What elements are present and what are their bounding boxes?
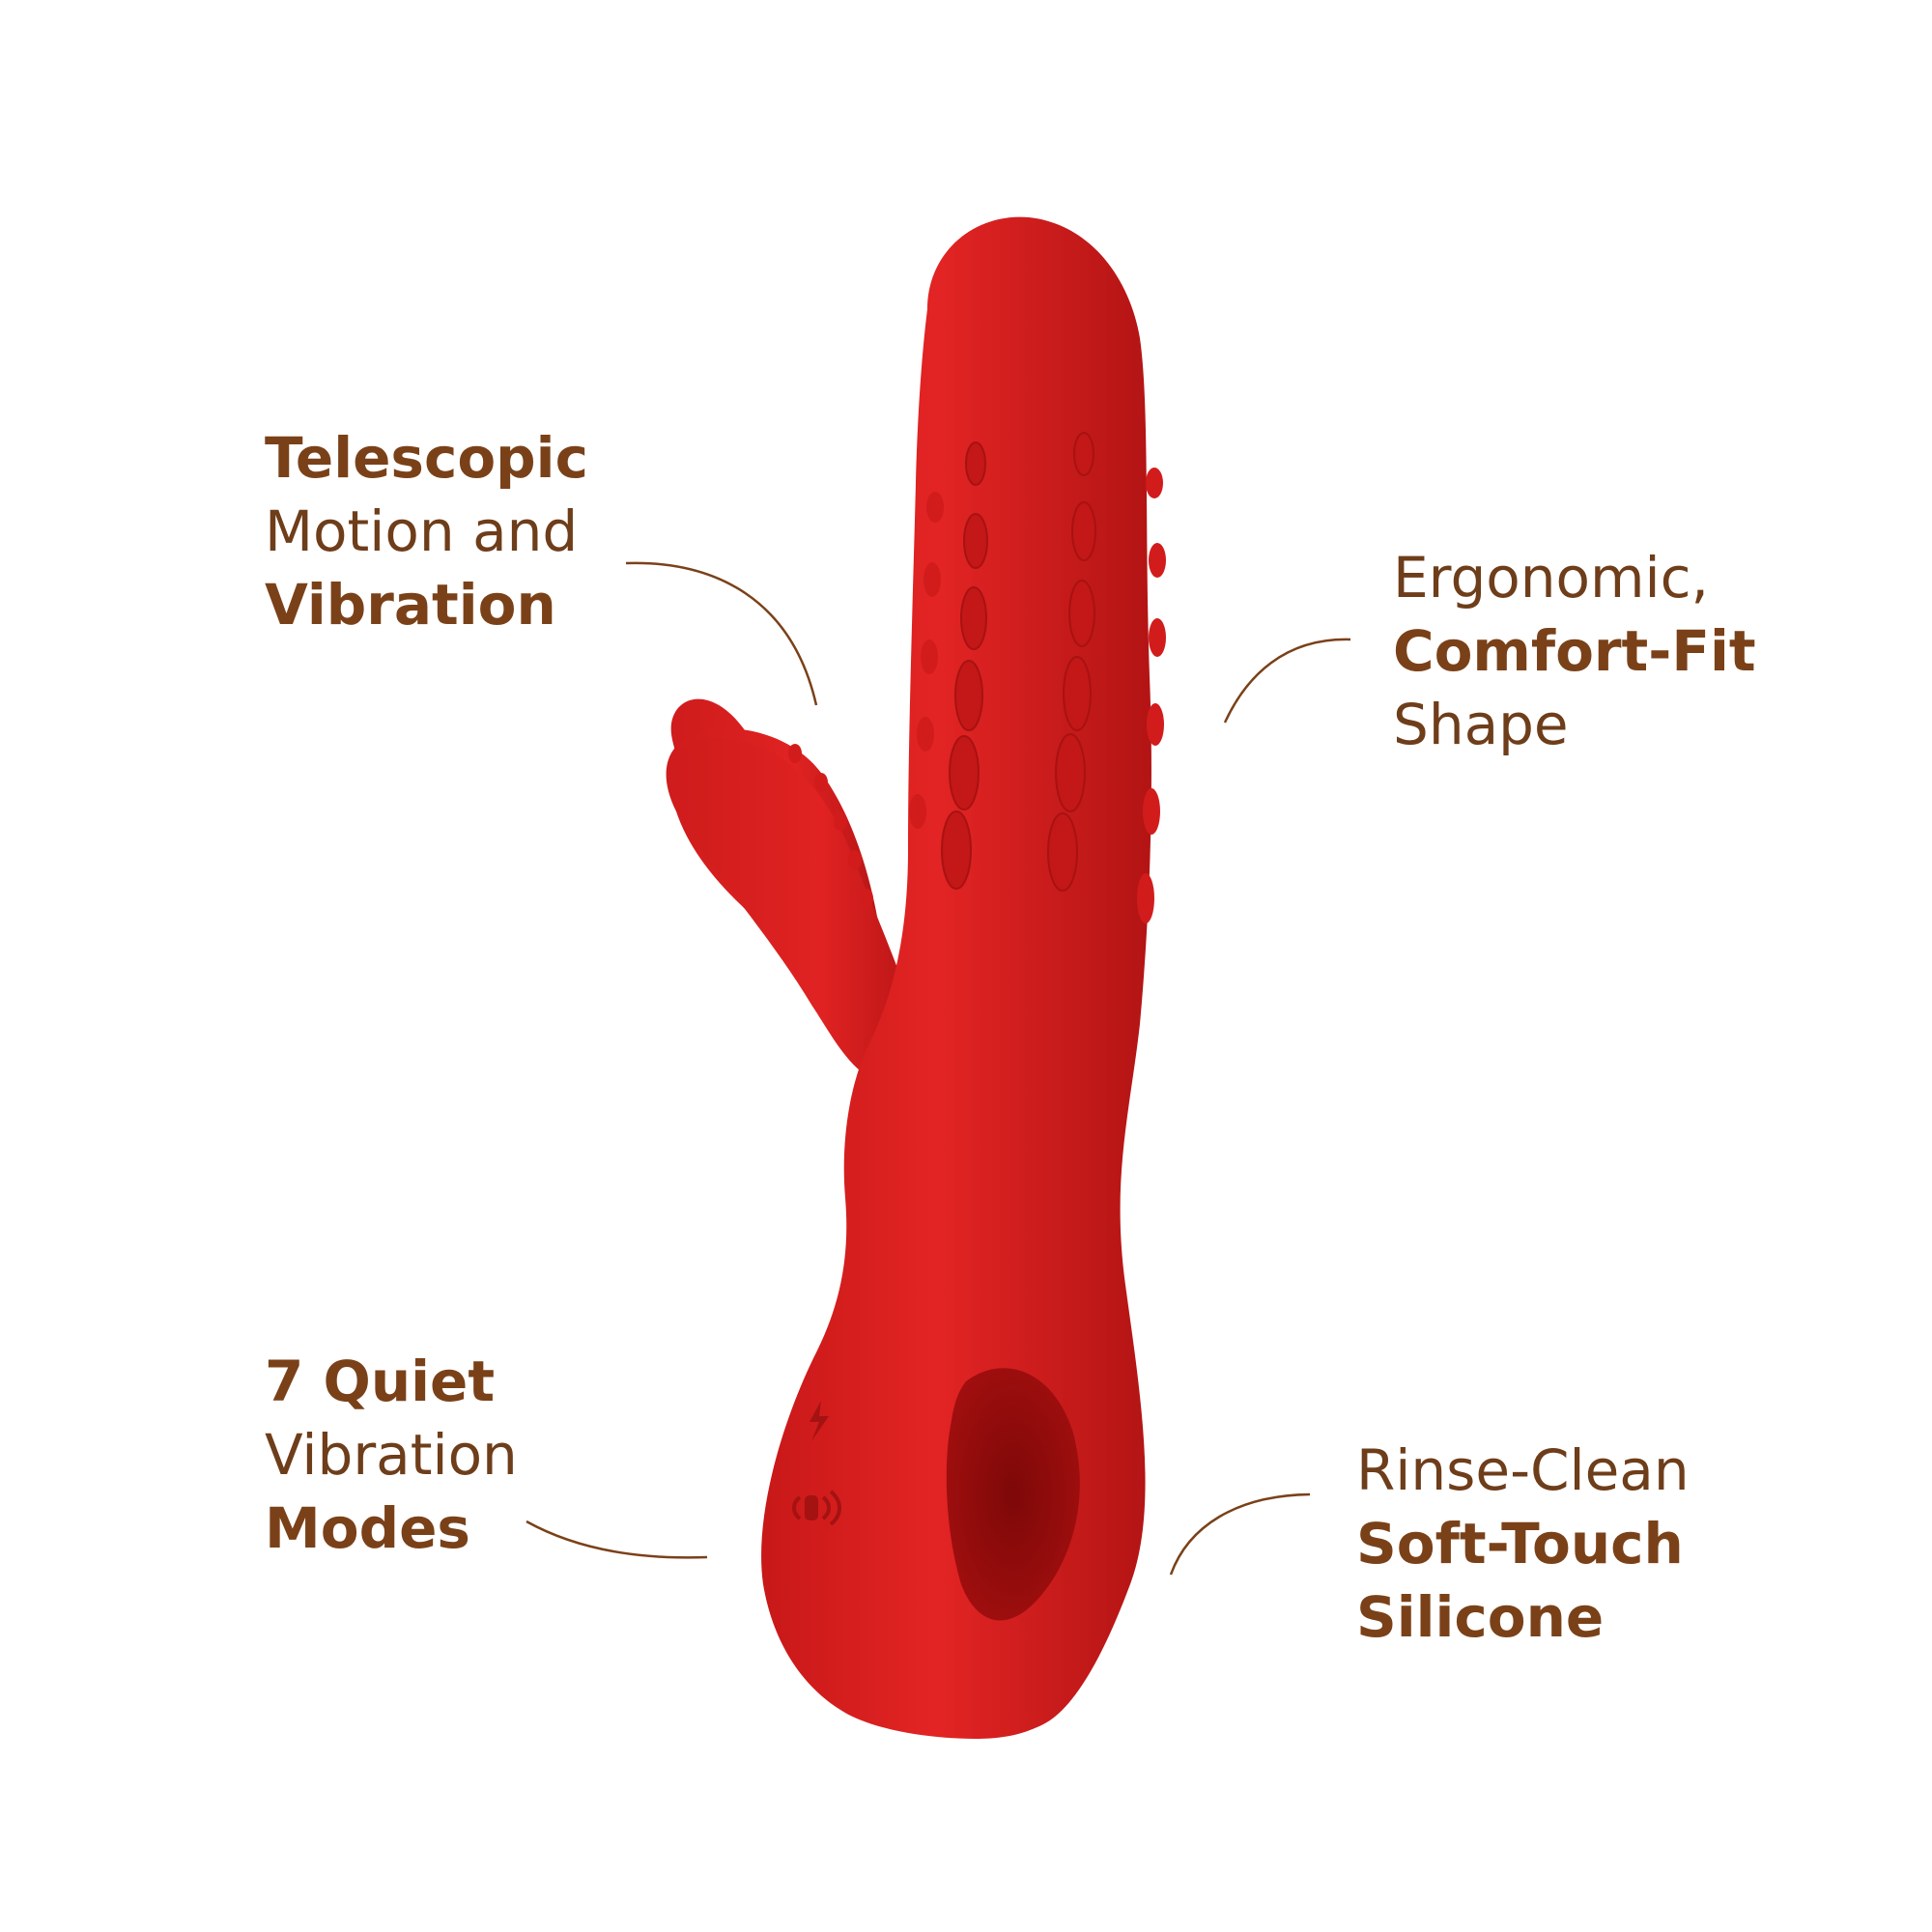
line-telescopic [625,561,818,706]
callout-ergonomic-line2: Comfort-Fit [1393,618,1756,684]
callout-lines [526,561,1351,1576]
callout-quiet-modes: 7 Quiet Vibration Modes [265,1345,518,1565]
callout-quiet-line2: Vibration [265,1422,518,1488]
side-nubs [909,468,1166,923]
callout-telescopic-line1: Telescopic [265,425,588,491]
line-rinse [1169,1492,1311,1576]
callout-rinse-line2: Soft-Touch [1356,1511,1684,1577]
flash-icon [810,1401,829,1441]
line-ergonomic [1223,638,1351,724]
finger-loop [946,1368,1080,1621]
callout-rinse-clean: Rinse-Clean Soft-Touch Silicone [1356,1434,1690,1654]
clitoral-arm-body [672,737,921,1084]
callout-telescopic: Telescopic Motion and Vibration [265,421,588,641]
callout-quiet-line3: Modes [265,1495,470,1561]
vibration-icon [792,1490,841,1526]
callout-ergonomic-line3: Shape [1393,692,1569,757]
arm-nubs [788,744,873,908]
callout-ergonomic: Ergonomic, Comfort-Fit Shape [1393,541,1756,761]
callout-rinse-line3: Silicone [1356,1584,1605,1650]
shaft-ridges [941,432,1096,892]
line-quiet [526,1520,708,1559]
main-shaft [761,216,1151,1739]
callout-telescopic-line2: Motion and [265,498,579,564]
callout-quiet-line1: 7 Quiet [265,1349,496,1414]
callout-rinse-line1: Rinse-Clean [1356,1437,1690,1503]
callout-ergonomic-line1: Ergonomic, [1393,545,1709,611]
callout-telescopic-line3: Vibration [265,572,556,638]
